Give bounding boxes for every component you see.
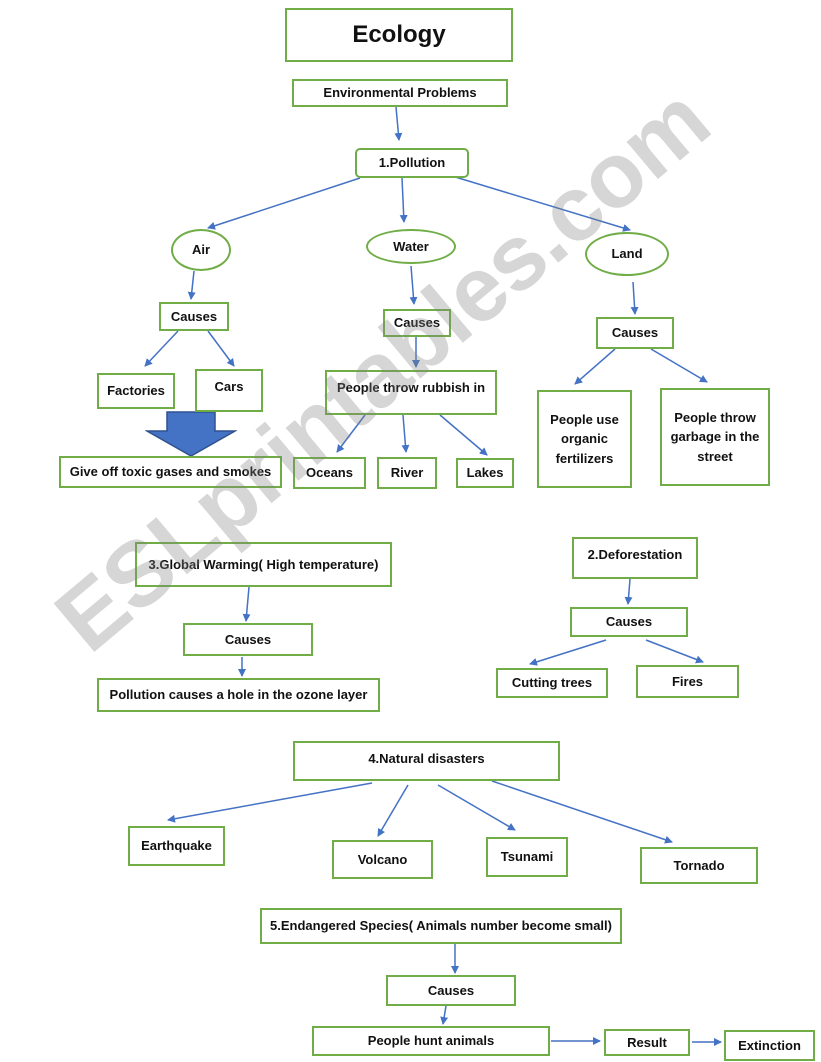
cutting-trees-box: Cutting trees (496, 668, 608, 698)
tsunami-box: Tsunami (486, 837, 568, 877)
arrow-warming-causes (242, 586, 251, 622)
land-oval: Land (585, 232, 669, 276)
cars-box: Cars (195, 369, 263, 412)
hunt-animals-box: People hunt animals (312, 1026, 550, 1056)
toxic-gases-box: Give off toxic gases and smokes (59, 456, 282, 488)
lakes-box: Lakes (456, 458, 514, 488)
garbage-box: People throw garbage in the street (660, 388, 770, 486)
arrow-rubbish-river (401, 414, 410, 453)
arrow-landcauses-fertilizers (574, 348, 616, 385)
arrow-disasters-tsunami (437, 784, 516, 831)
pollution-box: 1.Pollution (355, 148, 469, 178)
global-warming-causes-box: Causes (183, 623, 313, 656)
earthquake-box: Earthquake (128, 826, 225, 866)
arrow-pollution-air (207, 177, 361, 230)
arrow-disasters-volcano (377, 784, 409, 837)
deforestation-causes-box: Causes (570, 607, 688, 637)
down-arrow-icon (145, 411, 237, 457)
arrow-defcauses-fires (645, 639, 704, 664)
result-box: Result (604, 1029, 690, 1056)
arrow-aircauses-cars (207, 330, 235, 367)
endangered-causes-box: Causes (386, 975, 516, 1006)
extinction-box: Extinction (724, 1030, 815, 1061)
arrow-disasters-tornado (491, 780, 673, 844)
arrow-air-causes (187, 270, 196, 300)
oceans-box: Oceans (293, 457, 366, 489)
fires-box: Fires (636, 665, 739, 698)
arrow-landcauses-garbage (650, 348, 708, 383)
river-box: River (377, 457, 437, 489)
endangered-species-box: 5.Endangered Species( Animals number bec… (260, 908, 622, 944)
page-title: Ecology (285, 8, 513, 62)
water-causes-box: Causes (383, 309, 451, 337)
factories-box: Factories (97, 373, 175, 409)
tornado-box: Tornado (640, 847, 758, 884)
global-warming-box: 3.Global Warming( High temperature) (135, 542, 392, 587)
arrow-water-causes (409, 265, 418, 305)
volcano-box: Volcano (332, 840, 433, 879)
arrow-deforestation-causes (624, 578, 633, 605)
land-causes-box: Causes (596, 317, 674, 349)
rubbish-box: People throw rubbish in (325, 370, 497, 415)
arrow-land-causes (630, 281, 639, 315)
arrow-rubbish-oceans (336, 414, 366, 453)
air-causes-box: Causes (159, 302, 229, 331)
ozone-hole-box: Pollution causes a hole in the ozone lay… (97, 678, 380, 712)
arrow-rubbish-lakes (439, 414, 488, 456)
subtitle-box: Environmental Problems (292, 79, 508, 107)
water-oval: Water (366, 229, 456, 264)
natural-disasters-box: 4.Natural disasters (293, 741, 560, 781)
fertilizers-box: People use organic fertilizers (537, 390, 632, 488)
arrow-problems-pollution (394, 106, 403, 141)
arrow-defcauses-cutting (529, 639, 607, 666)
deforestation-box: 2.Deforestation (572, 537, 698, 579)
arrow-endcauses-hunt (440, 1005, 449, 1025)
arrow-aircauses-factories (144, 330, 179, 367)
arrow-disasters-earthquake (167, 782, 373, 823)
arrow-pollution-water (399, 177, 408, 223)
arrow-pollution-land (451, 175, 631, 232)
air-oval: Air (171, 229, 231, 271)
